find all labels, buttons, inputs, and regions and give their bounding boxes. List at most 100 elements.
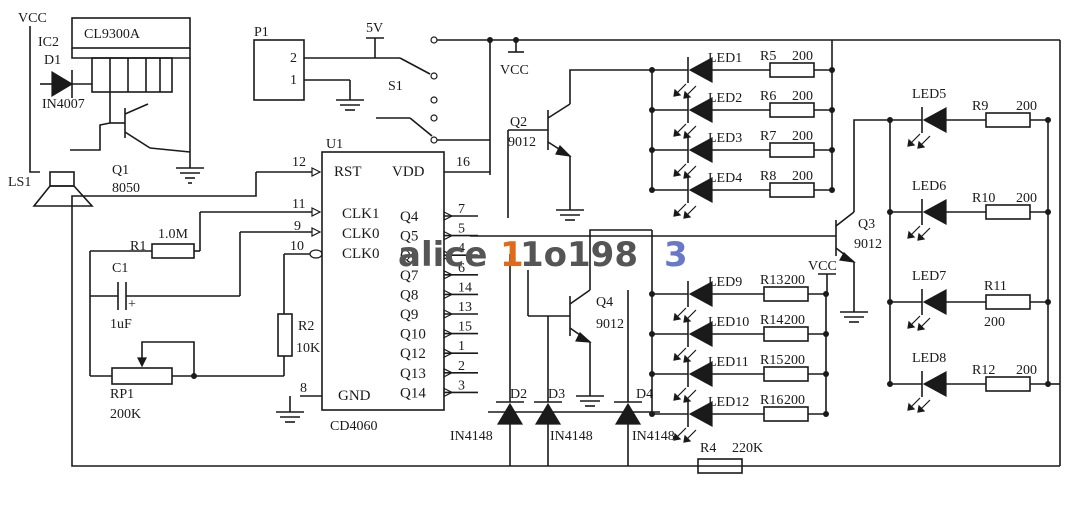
- u1-pin-q8: Q8: [400, 287, 418, 303]
- d1-diode-symbol: [51, 70, 74, 98]
- p1-connector: [253, 39, 305, 101]
- r15-label: R15: [760, 353, 783, 368]
- led3-label: LED3: [708, 131, 742, 146]
- r8-resistor: [769, 182, 815, 198]
- q3-driver: Q3 9012 VCC: [470, 119, 890, 323]
- d3-label: D3: [548, 387, 565, 402]
- r14-value: 200: [784, 313, 805, 328]
- cl9300a-chip: [71, 17, 191, 49]
- u1-pin-vdd: VDD: [392, 164, 425, 180]
- led6-label: LED6: [912, 179, 946, 194]
- d1-label: D1: [44, 53, 61, 68]
- r11-label: R11: [984, 279, 1007, 294]
- r4-resistor-group: R4 220K: [697, 441, 763, 474]
- u1-pin-num-11: 11: [292, 197, 305, 212]
- r4-label: R4: [700, 441, 716, 456]
- r2-label: R2: [298, 319, 314, 334]
- vcc-label-top-left: VCC: [18, 11, 47, 26]
- u1-pin-q6: Q6: [400, 248, 419, 264]
- u1-pin-gnd: GND: [338, 388, 371, 404]
- r15-resistor: [763, 366, 809, 382]
- q4-label: Q4: [596, 295, 613, 310]
- u1-pin-q14: Q14: [400, 385, 426, 401]
- r10-resistor: [985, 204, 1031, 220]
- p1-pin1: 1: [290, 73, 297, 88]
- rp1-label: RP1: [110, 387, 134, 402]
- r9-value: 200: [1016, 99, 1037, 114]
- r2-resistor: [277, 313, 293, 357]
- led8-led-symbol: [922, 370, 947, 398]
- r2-value: 10K: [296, 341, 320, 356]
- d2-label: D2: [510, 387, 527, 402]
- u1-pin-q5: Q5: [400, 229, 418, 245]
- r8-label: R8: [760, 169, 776, 184]
- u1-pin-num-8: 8: [300, 381, 307, 396]
- led8-label: LED8: [912, 351, 946, 366]
- led2-label: LED2: [708, 91, 742, 106]
- r12-label: R12: [972, 363, 995, 378]
- d1-part-label: IN4007: [42, 97, 85, 112]
- r5-label: R5: [760, 49, 776, 64]
- led1-label: LED1: [708, 51, 742, 66]
- led-row-led3: LED3 R7 200: [649, 129, 835, 179]
- r13-label: R13: [760, 273, 783, 288]
- u1-pin-q10: Q10: [400, 327, 426, 343]
- speaker-symbol: [49, 171, 75, 187]
- r16-label: R16: [760, 393, 783, 408]
- led-row-led1: LED1 R5 200: [649, 49, 835, 99]
- led4-label: LED4: [708, 171, 742, 186]
- d2-diode: D2 IN4148: [450, 254, 527, 466]
- sound-module: VCC IC2 CL9300A D1 IN4007 Q1 8050: [8, 11, 204, 207]
- r13-value: 200: [784, 273, 805, 288]
- q2-driver: Q2 9012: [507, 69, 652, 221]
- oscillator-network: R1 1.0M C1 + 1uF R2 10K RP1 200K: [71, 172, 1060, 467]
- p1-pin2: 2: [290, 51, 297, 66]
- u1-pin-num-16: 16: [456, 155, 470, 170]
- r12-value: 200: [1016, 363, 1037, 378]
- u1-pin-rst: RST: [334, 164, 362, 180]
- q4-driver: Q4 9012: [528, 229, 652, 407]
- u1-pin-q12: Q12: [400, 346, 426, 362]
- u1-label: U1: [326, 137, 343, 152]
- r8-value: 200: [792, 169, 813, 184]
- d4-label: D4: [636, 387, 653, 402]
- led5-label: LED5: [912, 87, 946, 102]
- u1-pin-q9: Q9: [400, 307, 418, 323]
- u1-cd4060: U1 CD4060 RST CLK1 CLK0 CLK0 VDD GND 12 …: [200, 137, 490, 434]
- s1-label: S1: [388, 79, 403, 94]
- led7-label: LED7: [912, 269, 946, 284]
- u1-pin-num-4: 4: [458, 241, 465, 256]
- led11-label: LED11: [708, 355, 749, 370]
- r7-value: 200: [792, 129, 813, 144]
- led-row-led4: LED4 R8 200: [649, 169, 835, 219]
- r1-value: 1.0M: [158, 227, 189, 242]
- r6-label: R6: [760, 89, 776, 104]
- rp1-value: 200K: [110, 407, 141, 422]
- u1-pin-num-3: 3: [458, 378, 465, 393]
- r5-value: 200: [792, 49, 813, 64]
- c1-plus: +: [128, 297, 136, 312]
- power-input: P1 2 1 5V S1 VCC: [253, 21, 1060, 175]
- u1-pin-num-9: 9: [294, 219, 301, 234]
- led7-led-symbol: [922, 288, 947, 316]
- led9-label: LED9: [708, 275, 742, 290]
- r7-label: R7: [760, 129, 776, 144]
- d2-part-label: IN4148: [450, 429, 493, 444]
- u1-pin-q7: Q7: [400, 268, 419, 284]
- ls1-label: LS1: [8, 175, 31, 190]
- u1-pin-clk0b: CLK0: [342, 246, 380, 262]
- p1-label: P1: [254, 25, 269, 40]
- q3-label: Q3: [858, 217, 875, 232]
- d4-diode: D4 IN4148: [614, 290, 675, 466]
- c1-label: C1: [112, 261, 128, 276]
- vcc-rail-label: VCC: [500, 63, 529, 78]
